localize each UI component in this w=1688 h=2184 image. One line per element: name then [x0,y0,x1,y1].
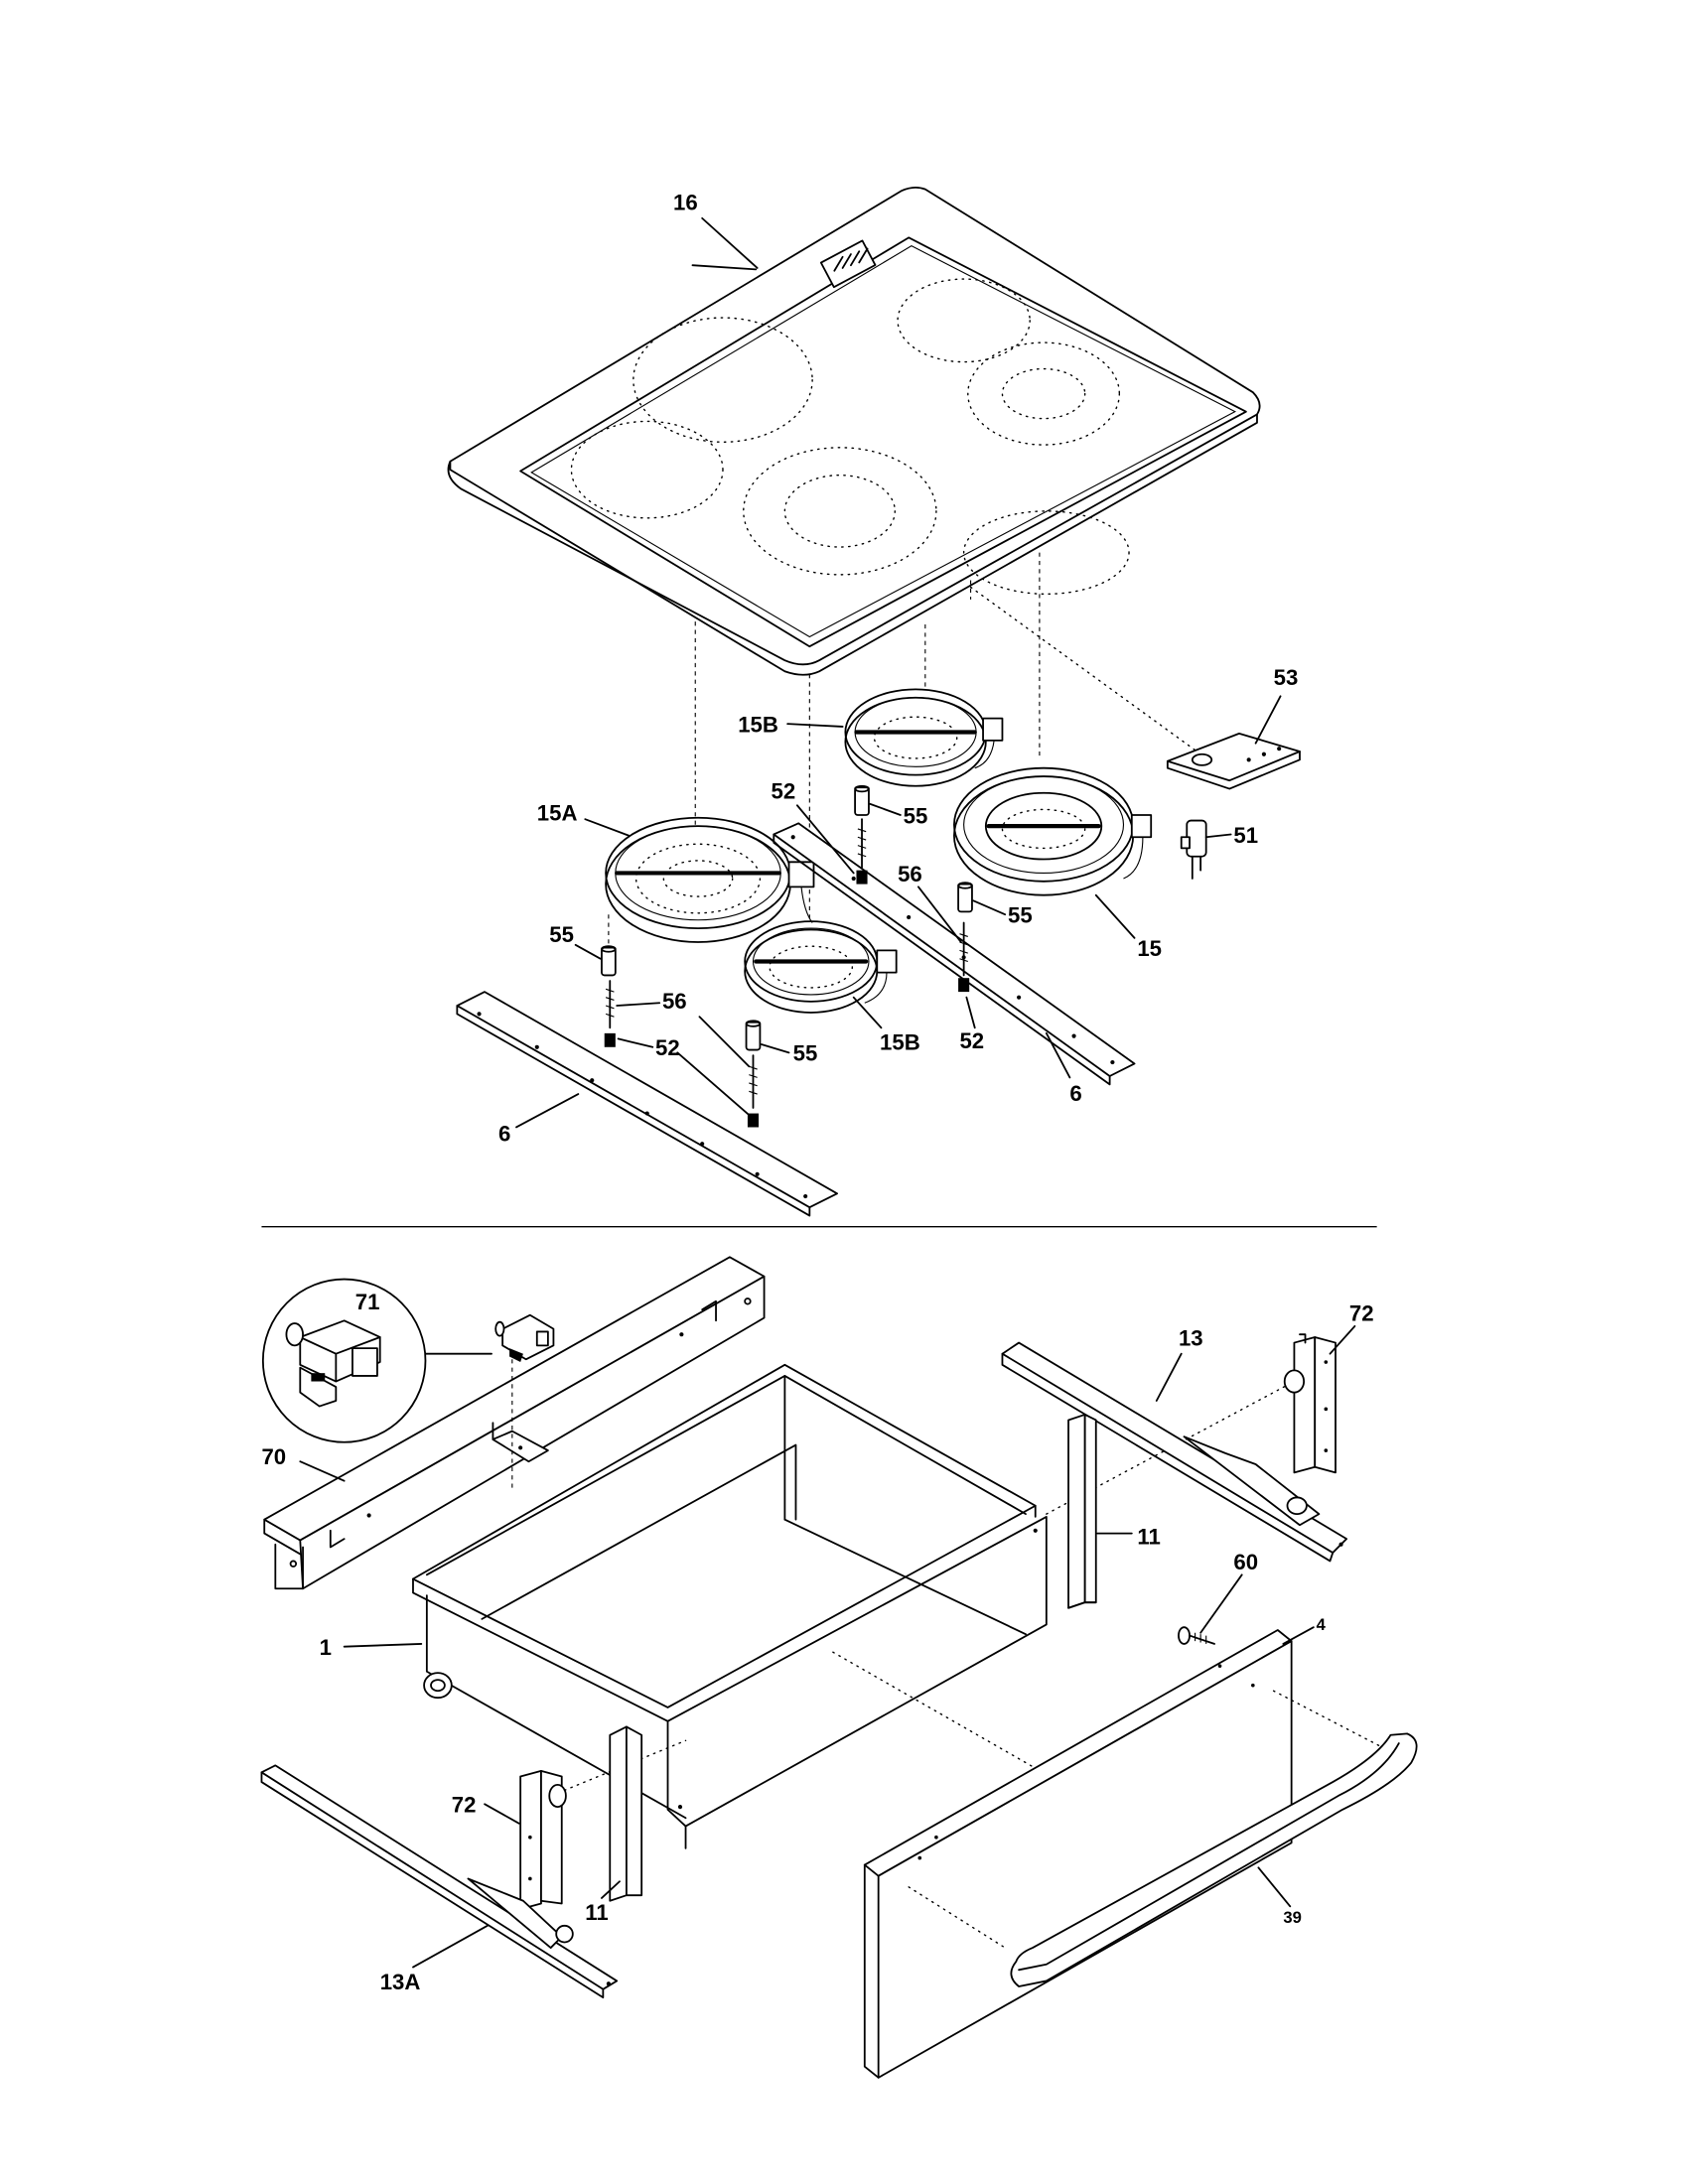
small-radiant-element-rear [844,688,1004,787]
drawer-slide-bracket-right [1283,1333,1336,1474]
label-52-mid: 52 [772,778,796,803]
spacer-55-right [957,882,973,913]
label-55-right: 55 [1008,903,1033,928]
drawer-angle-bracket-left [609,1725,643,1902]
label-15a: 15A [537,801,578,826]
label-1: 1 [320,1635,332,1660]
drawer-angle-bracket-right [1067,1414,1097,1609]
dual-radiant-element [953,766,1153,896]
label-52-left: 52 [655,1035,680,1060]
label-13a: 13A [380,1970,421,1994]
label-72-right: 72 [1349,1300,1374,1325]
label-39: 39 [1283,1908,1301,1927]
drawer-switch [494,1313,555,1363]
label-56-left: 56 [662,989,687,1014]
spacer-55-top [854,784,870,816]
element-support-bar-left [456,991,838,1217]
label-52-right: 52 [959,1028,984,1053]
element-support-bar-right [773,822,1136,1086]
screw-nut-56-left [604,980,616,1047]
drawer-rear-rail [263,1256,766,1590]
label-15b-low: 15B [880,1030,920,1055]
element-limiter-bracket [1166,732,1301,790]
label-60: 60 [1233,1550,1258,1574]
label-56-mid: 56 [898,862,922,887]
screw-nut-52-mid [856,818,868,885]
label-6-right: 6 [1069,1081,1081,1106]
drawer-side-rail-left [260,1764,619,1999]
label-4: 4 [1317,1615,1327,1634]
small-radiant-element-front [744,920,898,1014]
drawer-slide-bracket-left [519,1770,567,1910]
spacer-55-left [601,914,617,977]
drawer-front-panel [863,1629,1293,2079]
label-55-low: 55 [793,1041,818,1066]
label-16: 16 [673,190,698,214]
drawer-box [412,1363,1048,1849]
hot-surface-limiter [1180,819,1207,880]
label-72-left: 72 [452,1793,477,1818]
cooktop-vent-slots [833,247,869,272]
label-6-left: 6 [498,1121,510,1146]
drawer-front-screw [1178,1626,1215,1645]
label-15b-top: 15B [738,712,778,737]
drawer-switch-detail-callout [261,1278,427,1443]
screw-56-mid [958,921,970,993]
label-11-left: 11 [585,1900,608,1925]
drawer-side-rail-right [1001,1341,1348,1563]
label-15: 15 [1137,936,1162,961]
label-70: 70 [261,1444,286,1469]
label-55-left: 55 [549,922,574,947]
label-11-right: 11 [1137,1525,1160,1550]
label-53: 53 [1274,665,1299,690]
drawer-handle [1010,1732,1418,1987]
label-13: 13 [1179,1325,1203,1350]
label-55-top: 55 [904,803,928,828]
glass-cooktop [447,186,1261,676]
screw-nut-55-low [745,1020,762,1128]
label-71: 71 [355,1290,380,1314]
label-51: 51 [1233,823,1258,848]
